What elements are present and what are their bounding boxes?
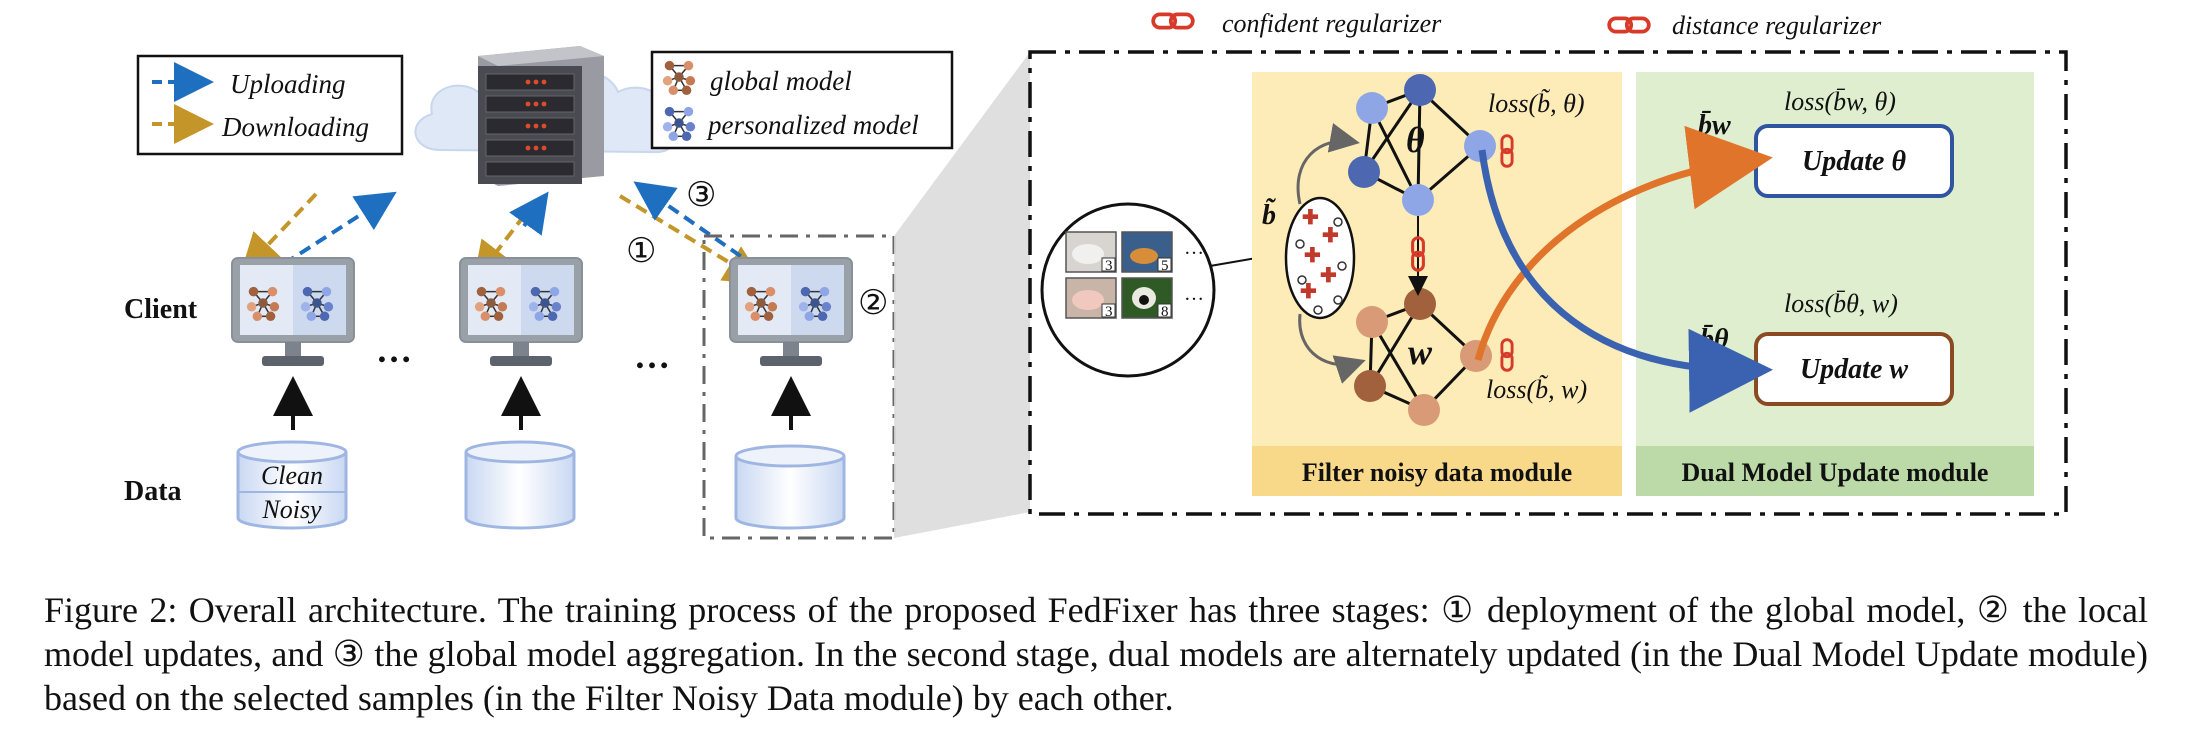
clean-data-label: Clean (261, 461, 323, 490)
sample-ellipsis-1: … (1184, 237, 1204, 259)
svg-text:✚: ✚ (1304, 245, 1321, 267)
legend-confident-regularizer: confident regularizer (1151, 9, 1442, 38)
figure-caption: Figure 2: Overall architecture. The trai… (44, 590, 2148, 718)
b-bar-w-label: b̄w (1698, 110, 1731, 141)
legend-distance-regularizer: distance regularizer (1607, 11, 1882, 40)
w-label: w (1408, 332, 1433, 372)
sample-label-3: 3 (1105, 304, 1113, 320)
ellipsis-2: … (634, 336, 670, 376)
selected-batch-ellipse (1284, 196, 1356, 320)
database-3 (734, 444, 846, 530)
svg-text:✚: ✚ (1302, 207, 1319, 229)
step-one-marker: ① (626, 233, 656, 270)
update-module-title: Dual Model Update module (1682, 458, 1989, 487)
client-3: ② (702, 234, 896, 540)
zoom-wedge (894, 52, 1030, 538)
loss-w-label: loss(b̃, w) (1486, 375, 1587, 404)
loss-theta-label: loss(b̃, θ) (1488, 89, 1585, 118)
distance-regularizer-label: distance regularizer (1672, 11, 1882, 40)
theta-network-nodes (1348, 74, 1496, 216)
client-2 (459, 257, 583, 430)
model-legend: global model personalized model (650, 50, 954, 150)
dual-model-update-module: Dual Model Update module loss(b̄w, θ) b̄… (1636, 72, 2034, 496)
filter-module-title: Filter noisy data module (1302, 458, 1572, 487)
sample-batch: 3 5 3 8 … … (1040, 202, 1216, 378)
client-3-monitor-icon (729, 257, 853, 367)
loss-bw-theta-label: loss(b̄w, θ) (1784, 87, 1896, 116)
database-1: Clean Noisy (236, 440, 348, 530)
global-model-label: global model (710, 66, 852, 96)
uploading-label: Uploading (230, 69, 346, 99)
b-bar-theta-label: b̄θ (1700, 324, 1729, 355)
client-2-monitor-icon (459, 257, 583, 367)
architecture-diagram: confident regularizer distance regulariz… (124, 9, 2068, 540)
database-2 (464, 440, 576, 530)
server-cloud (414, 46, 678, 186)
b-tilde-label: b̃ (1262, 199, 1277, 231)
ellipsis-1: … (376, 330, 412, 370)
step-two-marker: ② (858, 285, 888, 322)
theta-to-update-w-arrow (1478, 149, 1773, 413)
svg-text:③: ③ (686, 177, 716, 214)
theta-label: θ (1406, 120, 1425, 160)
update-theta-label: Update θ (1802, 146, 1906, 177)
client-1 (231, 257, 355, 430)
confident-regularizer-icon (1151, 12, 1195, 30)
sample-ellipsis-2: … (1184, 283, 1204, 305)
filter-noisy-data-module: Filter noisy data module ✚✚ ✚✚ ✚ b̃ θ (1252, 72, 1622, 496)
loss-btheta-w-label: loss(b̄θ, w) (1784, 289, 1898, 318)
w-to-update-theta-arrow (1474, 125, 1773, 361)
step-three-marker: ③ (686, 177, 716, 214)
w-network-nodes (1354, 288, 1492, 426)
svg-text:①: ① (626, 233, 656, 270)
svg-text:✚: ✚ (1300, 281, 1317, 303)
sample-label-4: 8 (1161, 304, 1169, 320)
svg-text:✚: ✚ (1322, 225, 1339, 247)
update-w-label: Update w (1800, 354, 1908, 385)
distance-regularizer-icon (1607, 16, 1651, 34)
data-row-label: Data (124, 476, 182, 507)
downloading-label: Downloading (221, 112, 369, 142)
noisy-data-label: Noisy (261, 495, 322, 524)
sample-label-1: 3 (1105, 258, 1113, 274)
client-3-highlight-box (702, 234, 896, 540)
transfer-legend: Uploading Downloading (136, 54, 404, 156)
client-row-label: Client (124, 294, 198, 325)
client-1-monitor-icon (231, 257, 355, 367)
personalized-model-label: personalized model (706, 110, 919, 140)
svg-text:✚: ✚ (1320, 265, 1337, 287)
sample-label-2: 5 (1161, 258, 1169, 274)
confident-regularizer-label: confident regularizer (1222, 9, 1442, 38)
